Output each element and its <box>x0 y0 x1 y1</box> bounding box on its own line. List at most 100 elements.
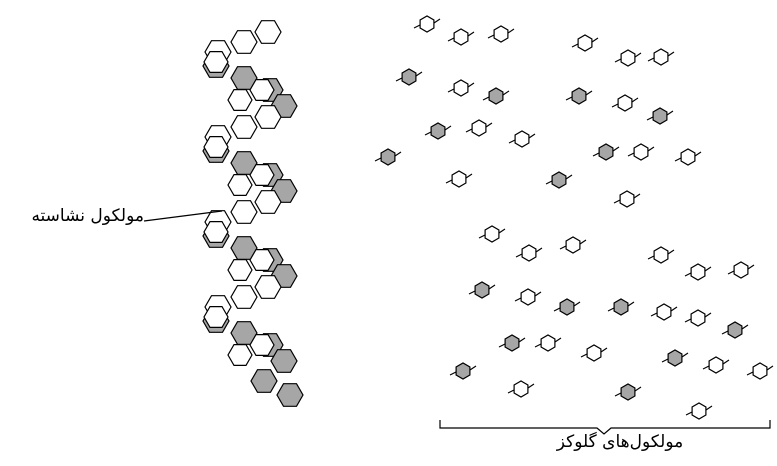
glucose-hexagon <box>559 298 575 316</box>
glucose-hexagon <box>613 298 629 316</box>
glucose-side-group <box>591 37 599 43</box>
glucose-side-group <box>647 255 655 260</box>
glucose-side-group <box>704 266 712 272</box>
glucose-hexagon <box>690 309 706 327</box>
glucose-hexagon <box>504 334 520 352</box>
glucose-hexagon <box>680 148 696 166</box>
glucose-hexagon <box>652 107 668 125</box>
glucose-side-group <box>465 173 473 179</box>
glucose-side-group <box>394 151 402 157</box>
glucose-side-group <box>449 371 457 376</box>
glucose-side-group <box>469 365 477 371</box>
glucose-side-group <box>518 337 526 343</box>
glucose-hexagon <box>520 288 536 306</box>
glucose-molecule <box>685 402 713 420</box>
glucose-side-group <box>534 343 542 348</box>
starch-glucose-unit-hexagon <box>203 306 229 328</box>
glucose-side-group <box>633 193 641 199</box>
glucose-hexagon <box>540 334 556 352</box>
glucose-hexagon <box>598 143 614 161</box>
glucose-molecule <box>465 119 493 137</box>
glucose-side-group <box>614 392 622 397</box>
glucose-side-group <box>727 270 735 275</box>
glucose-side-group <box>721 330 729 335</box>
glucose-side-group <box>670 306 678 312</box>
glucose-side-group <box>747 264 755 270</box>
glucose-molecule <box>508 130 536 148</box>
glucose-hexagon <box>419 15 435 33</box>
glucose-molecule <box>424 122 452 140</box>
glucose-hexagon <box>380 148 396 166</box>
glucose-side-group <box>559 245 567 250</box>
glucose-side-group <box>514 297 522 302</box>
glucose-side-group <box>573 301 581 307</box>
glucose-molecule <box>447 28 475 46</box>
glucose-molecule <box>721 321 749 339</box>
glucose-molecule <box>534 334 562 352</box>
glucose-side-group <box>413 24 421 29</box>
glucose-molecule <box>565 87 593 105</box>
glucose-molecule <box>746 362 774 380</box>
glucose-hexagon <box>586 344 602 362</box>
glucose-hexagon <box>620 49 636 67</box>
glucose-side-group <box>535 247 543 253</box>
starch-glucose-unit-hexagon <box>250 369 278 393</box>
glucose-hexagon <box>455 362 471 380</box>
glucose-side-group <box>415 71 423 77</box>
glucose-hexagon <box>577 34 593 52</box>
glucose-side-group <box>647 146 655 152</box>
glucose-side-group <box>674 157 682 162</box>
glucose-side-group <box>447 37 455 42</box>
glucose-molecule <box>727 261 755 279</box>
glucose-hexagon <box>619 190 635 208</box>
glucose-molecule <box>627 143 655 161</box>
glucose-bracket <box>439 420 771 435</box>
glucose-hexagon <box>667 349 683 367</box>
starch-glucose-unit-hexagon <box>227 174 253 196</box>
starch-glucose-unit-hexagon <box>254 275 282 299</box>
glucose-hexagon <box>513 380 529 398</box>
glucose-molecule <box>478 225 506 243</box>
glucose-side-group <box>444 125 452 131</box>
glucose-side-group <box>488 284 496 290</box>
glucose-side-group <box>667 249 675 255</box>
glucose-hexagon <box>484 225 500 243</box>
glucose-side-group <box>614 58 622 63</box>
glucose-molecule <box>515 244 543 262</box>
glucose-hexagon <box>733 261 749 279</box>
glucose-hexagon <box>401 68 417 86</box>
glucose-molecule <box>611 94 639 112</box>
glucose-side-group <box>528 133 536 139</box>
glucose-hexagon <box>514 130 530 148</box>
starch-glucose-unit-hexagon <box>227 344 253 366</box>
glucose-side-group <box>592 152 600 157</box>
starch-glucose-unit-hexagon <box>230 285 258 309</box>
glucose-side-group <box>507 389 515 394</box>
glucose-side-group <box>684 318 692 323</box>
glucose-side-group <box>565 96 573 101</box>
glucose-molecule <box>613 190 641 208</box>
glucose-side-group <box>704 312 712 318</box>
glucose-side-group <box>650 312 658 317</box>
glucose-side-group <box>534 291 542 297</box>
glucose-side-group <box>627 301 635 307</box>
glucose-hexagon <box>521 244 537 262</box>
glucose-side-group <box>553 307 561 312</box>
glucose-molecule <box>449 362 477 380</box>
starch-glucose-unit-hexagon <box>254 190 282 214</box>
glucose-side-group <box>702 365 710 370</box>
glucose-side-group <box>482 96 490 101</box>
glucose-side-group <box>465 128 473 133</box>
starch-chain <box>202 20 304 407</box>
starch-glucose-unit-hexagon <box>270 349 298 373</box>
glucose-side-group <box>507 28 515 34</box>
glucose-side-group <box>468 290 476 295</box>
glucose-molecule <box>607 298 635 316</box>
glucose-side-group <box>433 18 441 24</box>
glucose-side-group <box>627 152 635 157</box>
glucose-side-group <box>667 51 675 57</box>
glucose-hexagon <box>565 236 581 254</box>
glucose-side-group <box>647 57 655 62</box>
glucose-molecule <box>661 349 689 367</box>
glucose-side-group <box>666 110 674 116</box>
